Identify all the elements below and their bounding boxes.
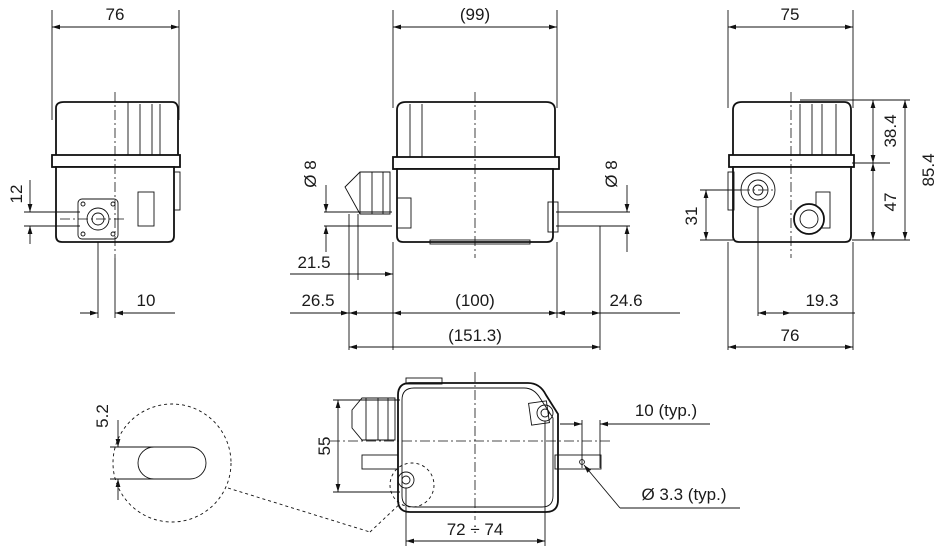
dim-front-hole: 12: [7, 185, 26, 204]
dim-front-bottom: 10: [137, 291, 156, 310]
dim-side-total: (151.3): [448, 326, 502, 345]
dim-plan-dia-3-3: Ø 3.3 (typ.): [641, 485, 726, 504]
dim-side-dia-left: Ø 8: [301, 160, 320, 187]
dim-plan-55: 55: [315, 437, 334, 456]
front-view: [24, 10, 181, 318]
dim-right-31: 31: [682, 207, 701, 226]
dim-side-100: (100): [455, 291, 495, 310]
dim-right-width: 75: [781, 5, 800, 24]
dim-plan-10-typ: 10 (typ.): [635, 401, 697, 420]
dim-detail-5-2: 5.2: [93, 404, 112, 428]
side-view: [290, 10, 680, 350]
dim-side-top: (99): [460, 5, 490, 24]
detail-view: [110, 403, 405, 533]
dim-side-21-5: 21.5: [297, 253, 330, 272]
dim-front-width: 76: [106, 5, 125, 24]
dim-side-26-5: 26.5: [301, 291, 334, 310]
dim-side-24-6: 24.6: [609, 291, 642, 310]
dim-right-85-4: 85.4: [919, 153, 938, 186]
dim-plan-72-74: 72 ÷ 74: [447, 520, 504, 539]
dim-right-47: 47: [881, 193, 900, 212]
plan-view: [330, 372, 740, 546]
dim-right-19-3: 19.3: [805, 291, 838, 310]
right-view: [700, 10, 910, 350]
dim-side-dia-right: Ø 8: [602, 160, 621, 187]
dim-right-38-4: 38.4: [881, 114, 900, 147]
dim-right-bottom: 76: [781, 326, 800, 345]
